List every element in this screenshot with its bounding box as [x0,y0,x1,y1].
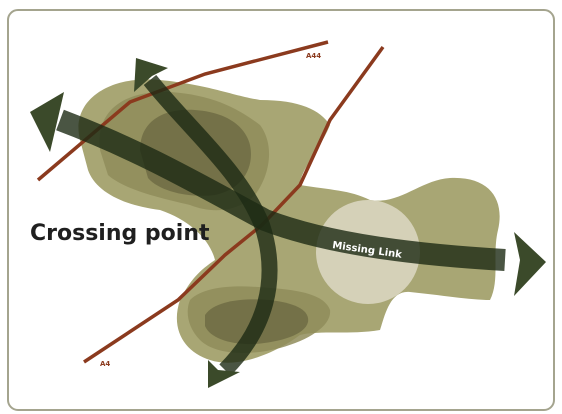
arrow-head-north [134,58,168,92]
arrow-head-south [208,360,240,388]
road-label-a4: A4 [100,360,110,368]
arrow-head-east [514,232,546,296]
arrow-north-south [143,75,278,376]
road-label-a44: A44 [306,52,321,60]
crossing-point-label: Crossing point [30,221,210,246]
arrow-head-west [30,92,64,152]
